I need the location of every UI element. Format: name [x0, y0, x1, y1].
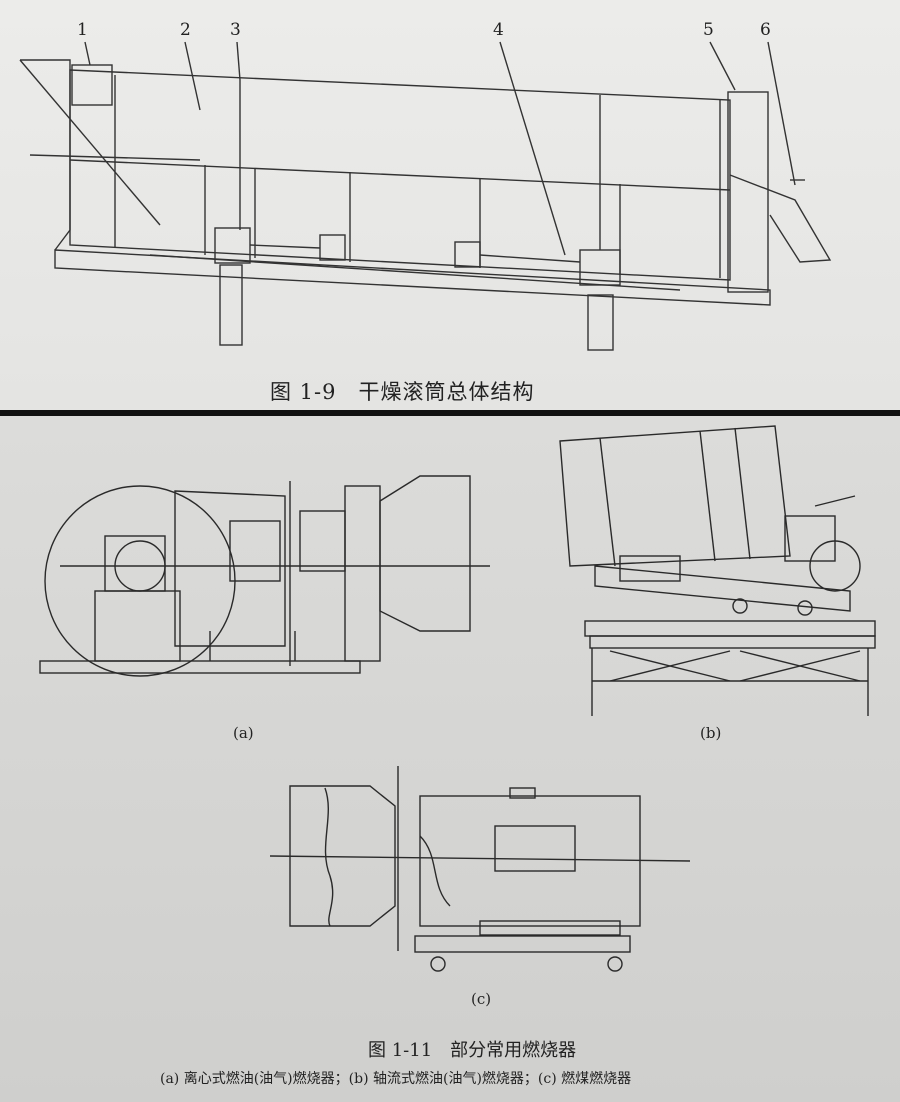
figure-1-11-caption: 图 1-11 部分常用燃烧器	[368, 1040, 577, 1061]
burners-drawing	[39, 425, 876, 972]
figure-1-9-caption: 图 1-9 干燥滚筒总体结构	[270, 380, 535, 404]
figure-1-11-legend: (a) 离心式燃油(油气)燃烧器；(b) 轴流式燃油(油气)燃烧器；(c) 燃煤…	[160, 1071, 632, 1087]
part-label-6: 6	[760, 20, 771, 40]
figure-1-11-panel: (a) (b) (c) 图 1-11 部分常用燃烧器 (a) 离心式燃油(油气)…	[0, 416, 900, 1102]
drying-drum-drawing	[19, 41, 832, 351]
part-label-5: 5	[703, 20, 714, 40]
page-divider	[0, 410, 900, 416]
figure-1-9-panel: 1 2 3 4 5 6 图 1-9 干燥滚筒总体结构	[0, 0, 900, 410]
burner-b-drawing	[559, 425, 876, 716]
burner-c-drawing	[269, 766, 691, 972]
part-label-3: 3	[230, 20, 241, 40]
part-label-1: 1	[77, 20, 88, 40]
burner-a-drawing	[39, 475, 490, 677]
subfigure-label-c: (c)	[471, 990, 492, 1008]
part-label-4: 4	[493, 20, 504, 40]
subfigure-label-b: (b)	[700, 724, 722, 742]
subfigure-label-a: (a)	[233, 724, 254, 742]
part-label-2: 2	[180, 20, 191, 40]
